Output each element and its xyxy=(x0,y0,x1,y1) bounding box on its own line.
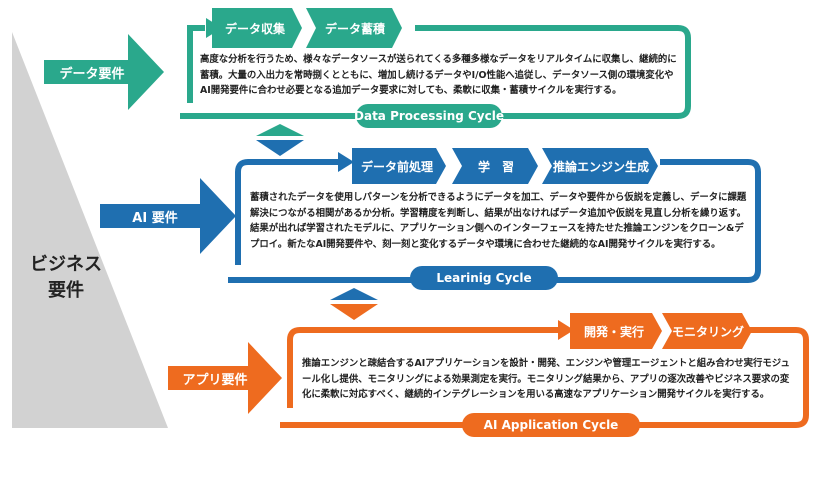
ai-cycle-label-shape xyxy=(410,266,558,290)
business-triangle xyxy=(12,32,168,428)
ai-step-1-label: データ前処理 xyxy=(360,159,433,174)
ai-step-3-shape xyxy=(542,148,658,184)
app-cycle-frame xyxy=(280,327,809,428)
ai-cycle-label: Learinig Cycle xyxy=(436,271,532,285)
connector-1-up-triangle xyxy=(256,124,304,136)
data-cycle-label: Data Processing Cycle xyxy=(354,109,504,123)
data-step-2-shape xyxy=(306,8,402,48)
app-step-2-label: モニタリング xyxy=(671,324,744,339)
ai-cycle-description: 蓄積されたデータを使用しパターンを分析できるようにデータを加工、データや要件から… xyxy=(250,192,747,250)
ai-cycle-frame xyxy=(228,159,761,283)
app-step-1-label: 開発・実行 xyxy=(583,324,644,339)
app-cycle-frame-arrowhead xyxy=(558,320,574,340)
app-cycle-label: AI Application Cycle xyxy=(483,418,619,432)
data-requirement-arrow xyxy=(44,34,164,110)
connector-2-down-triangle xyxy=(330,304,378,320)
data-cycle-description: 高度な分析を行うため、様々なデータソースが送られてくる多種多様なデータをリアルタ… xyxy=(200,54,677,96)
app-step-2-shape xyxy=(662,313,752,349)
data-step-1-label: データ収集 xyxy=(224,21,285,36)
connector-1-down-triangle xyxy=(256,140,304,156)
data-cycle-frame xyxy=(180,25,691,119)
ai-step-1-shape xyxy=(352,148,446,184)
ai-cycle-frame-arrowhead xyxy=(338,152,354,172)
data-step-1-shape xyxy=(212,8,302,48)
ai-requirement-arrow xyxy=(100,178,236,254)
ai-step-2-label: 学 習 xyxy=(477,159,514,174)
app-cycle-label-shape xyxy=(462,413,640,437)
app-cycle-description: 推論エンジンと疎結合するAIアプリケーションを設計・開発、エンジンや管理エージェ… xyxy=(302,358,790,400)
ai-step-2-shape xyxy=(452,148,538,184)
connector-2-up-triangle xyxy=(330,288,378,300)
business-requirements-label: ビジネス 要件 xyxy=(30,254,102,301)
data-step-2-label: データ蓄積 xyxy=(324,21,385,36)
data-cycle-label-shape xyxy=(356,104,502,128)
app-requirement-label: アプリ要件 xyxy=(182,372,248,388)
ai-step-3-label: 推論エンジン生成 xyxy=(552,159,649,174)
app-step-1-shape xyxy=(570,313,662,349)
app-requirement-arrow xyxy=(168,342,282,414)
ai-requirement-label: AI 要件 xyxy=(132,210,178,226)
data-requirement-label: データ要件 xyxy=(59,66,125,82)
